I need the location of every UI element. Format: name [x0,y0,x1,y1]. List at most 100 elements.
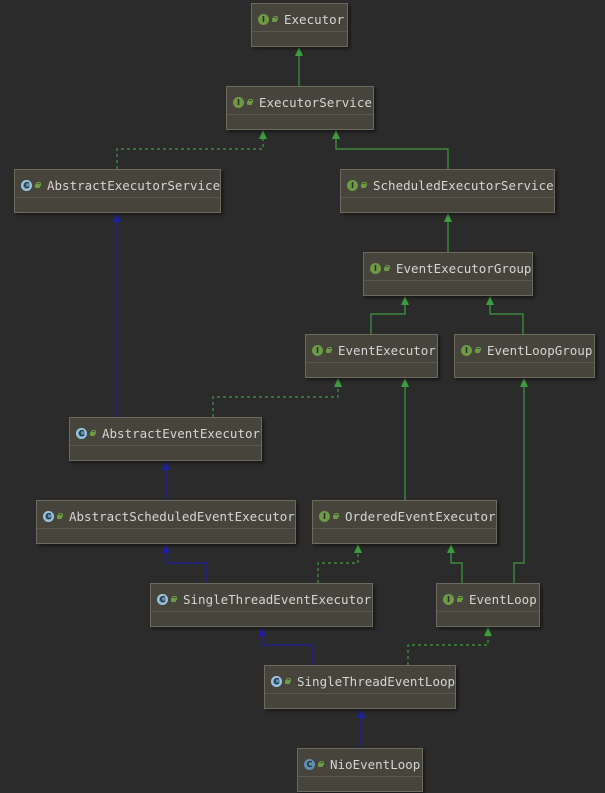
edge-abstract-executor-service-to-executor-service [116,130,267,169]
edge-single-thread-event-loop-to-event-loop [407,627,492,665]
node-label: OrderedEventExecutor [345,509,496,524]
edge-event-loop-to-ordered-event-executor [447,544,463,583]
node-divider [227,114,373,115]
node-divider [306,362,437,363]
public-access-icon [56,513,63,520]
node-divider [265,693,455,694]
interface-icon: I [461,345,472,356]
public-access-icon [383,265,390,272]
node-label: ScheduledExecutorService [373,178,554,193]
abstract-class-icon: C [271,676,282,687]
edge-event-executor-group-to-scheduled-executor-service [444,213,452,252]
arrow-head [113,213,121,222]
abstract-class-icon: C [43,511,54,522]
abstract-class-icon: C [76,428,87,439]
class-icon: C [304,759,315,770]
edge-line [317,552,359,583]
edge-single-thread-event-executor-to-abstract-scheduled-event-executor [162,544,208,583]
public-access-icon [474,347,481,354]
node-label: AbstractScheduledEventExecutor [69,509,295,524]
edge-ordered-event-executor-to-event-executor [401,378,409,500]
edge-single-thread-event-loop-to-single-thread-event-executor [258,627,313,665]
node-divider [455,362,594,363]
arrow-head [401,378,409,387]
edge-event-loop-to-event-loop-group [513,378,528,583]
node-abstract-scheduled-event-executor[interactable]: C AbstractScheduledEventExecutor [36,500,296,544]
arrow-head [401,296,409,305]
node-header: C SingleThreadEventLoop [271,674,455,689]
public-access-icon [317,761,324,768]
arrow-head [354,544,362,553]
node-divider [437,611,539,612]
node-abstract-event-executor[interactable]: C AbstractEventExecutor [69,417,262,461]
edge-line [212,386,339,417]
arrow-head [162,544,170,553]
node-label: EventExecutor [338,343,436,358]
edge-line [407,635,489,665]
arrow-head [520,378,528,387]
node-header: I EventLoop [443,592,537,607]
edge-event-loop-group-to-event-executor-group [486,296,524,334]
edge-line [450,552,463,583]
arrow-head [484,627,492,636]
node-divider [37,528,295,529]
node-divider [70,445,261,446]
arrow-head [332,130,340,139]
interface-icon: I [370,263,381,274]
edge-line [165,552,208,583]
node-header: C SingleThreadEventExecutor [157,592,371,607]
node-header: C AbstractScheduledEventExecutor [43,509,295,524]
public-access-icon [360,182,367,189]
node-event-loop-group[interactable]: I EventLoopGroup [454,334,595,378]
node-label: NioEventLoop [330,757,421,772]
node-header: I EventLoopGroup [461,343,592,358]
node-label: SingleThreadEventLoop [297,674,456,689]
node-nio-event-loop[interactable]: C NioEventLoop [297,748,423,792]
public-access-icon [271,16,278,23]
arrow-head [295,47,303,56]
node-divider [252,31,347,32]
node-label: EventLoopGroup [487,343,593,358]
node-label: ExecutorService [259,95,372,110]
public-access-icon [456,596,463,603]
arrow-head [357,709,365,718]
edge-event-executor-to-event-executor-group [370,296,409,334]
node-label: SingleThreadEventExecutor [183,592,372,607]
edge-nio-event-loop-to-single-thread-event-loop [357,709,365,748]
arrow-head [258,627,266,636]
node-label: EventLoop [469,592,537,607]
public-access-icon [246,99,253,106]
edge-executor-service-to-executor [295,47,303,86]
node-label: AbstractEventExecutor [102,426,261,441]
node-label: AbstractExecutorService [47,178,221,193]
interface-icon: I [312,345,323,356]
node-event-loop[interactable]: I EventLoop [436,583,540,627]
abstract-class-icon: C [157,594,168,605]
public-access-icon [34,182,41,189]
edge-scheduled-executor-service-to-executor-service [332,130,449,169]
arrow-head [444,213,452,222]
public-access-icon [170,596,177,603]
node-divider [298,776,422,777]
edge-line [489,304,524,334]
edge-line [513,386,525,583]
edge-abstract-event-executor-to-event-executor [212,378,342,417]
node-single-thread-event-loop[interactable]: C SingleThreadEventLoop [264,665,456,709]
interface-icon: I [443,594,454,605]
node-header: C AbstractEventExecutor [76,426,260,441]
node-single-thread-event-executor[interactable]: C SingleThreadEventExecutor [150,583,373,627]
node-event-executor[interactable]: I EventExecutor [305,334,438,378]
node-header: C NioEventLoop [304,757,420,772]
arrow-head [447,544,455,553]
